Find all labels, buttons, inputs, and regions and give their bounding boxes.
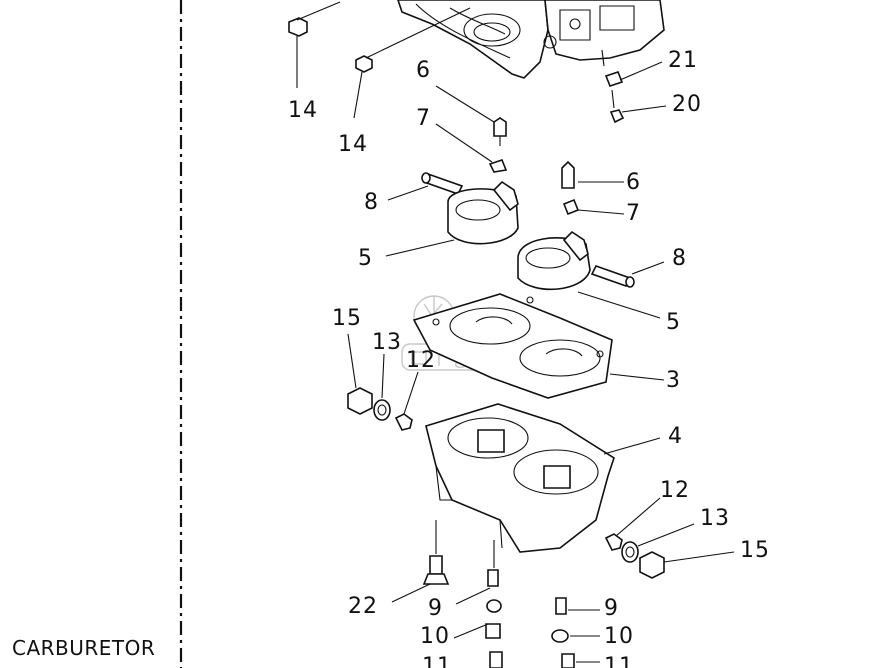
callout-11-left: 11 [422, 654, 452, 668]
screw-12-left [394, 371, 419, 431]
part-11-right [561, 653, 600, 668]
callout-22: 22 [348, 594, 378, 619]
float-5-right [517, 230, 661, 319]
carburetor-body-top [397, 0, 665, 79]
callout-5-right: 5 [666, 310, 681, 335]
plug-15-left [347, 333, 373, 415]
main-jet-9-left [455, 540, 499, 605]
callout-13-left: 13 [372, 330, 402, 355]
needle-valve-6-right [561, 160, 624, 189]
callout-12-left: 12 [406, 348, 436, 373]
float-5-left [385, 180, 519, 257]
callout-12-right: 12 [660, 478, 690, 503]
part-11-left [489, 651, 503, 668]
callout-4: 4 [668, 424, 683, 449]
callout-8-right: 8 [672, 246, 687, 271]
gasket-3 [412, 293, 665, 399]
callout-20: 20 [672, 92, 702, 117]
needle-valve-6-left [435, 85, 507, 146]
clip-7-right [562, 198, 625, 216]
plug-15-right [639, 551, 735, 579]
washer-13-right [621, 523, 695, 563]
screw-12-right [604, 497, 661, 551]
callout-6-right: 6 [626, 170, 641, 195]
callout-15-right: 15 [740, 538, 770, 563]
drain-screw-22 [391, 520, 450, 603]
callout-14-right: 14 [338, 132, 368, 157]
main-jet-9-right [555, 597, 600, 615]
float-chamber-4 [425, 403, 661, 553]
callout-3: 3 [666, 368, 681, 393]
washer-13-left [373, 353, 391, 421]
callout-9-left: 9 [428, 596, 443, 621]
float-pin-8-right [590, 261, 665, 288]
callout-10-left: 10 [420, 624, 450, 649]
diagram-caption: CARBURETOR [12, 636, 156, 660]
callout-14-left: 14 [288, 98, 318, 123]
callout-21: 21 [668, 48, 698, 73]
callout-15-left: 15 [332, 306, 362, 331]
screw-14-left [288, 1, 341, 88]
jet-21 [601, 49, 663, 87]
callout-9-right: 9 [604, 596, 619, 621]
callout-6-upper: 6 [416, 58, 431, 83]
callout-5-left: 5 [358, 246, 373, 271]
clip-7-left [435, 123, 508, 173]
screw-14-right [353, 7, 471, 119]
callout-7-upper: 7 [416, 106, 431, 131]
callout-7-right: 7 [626, 201, 641, 226]
nozzle-10-left [453, 599, 502, 639]
nozzle-10-right [551, 629, 600, 643]
callout-8-left: 8 [364, 190, 379, 215]
callout-10-right: 10 [604, 624, 634, 649]
callout-11-right: 11 [604, 654, 634, 668]
callout-13-right: 13 [700, 506, 730, 531]
screw-20 [609, 89, 667, 124]
